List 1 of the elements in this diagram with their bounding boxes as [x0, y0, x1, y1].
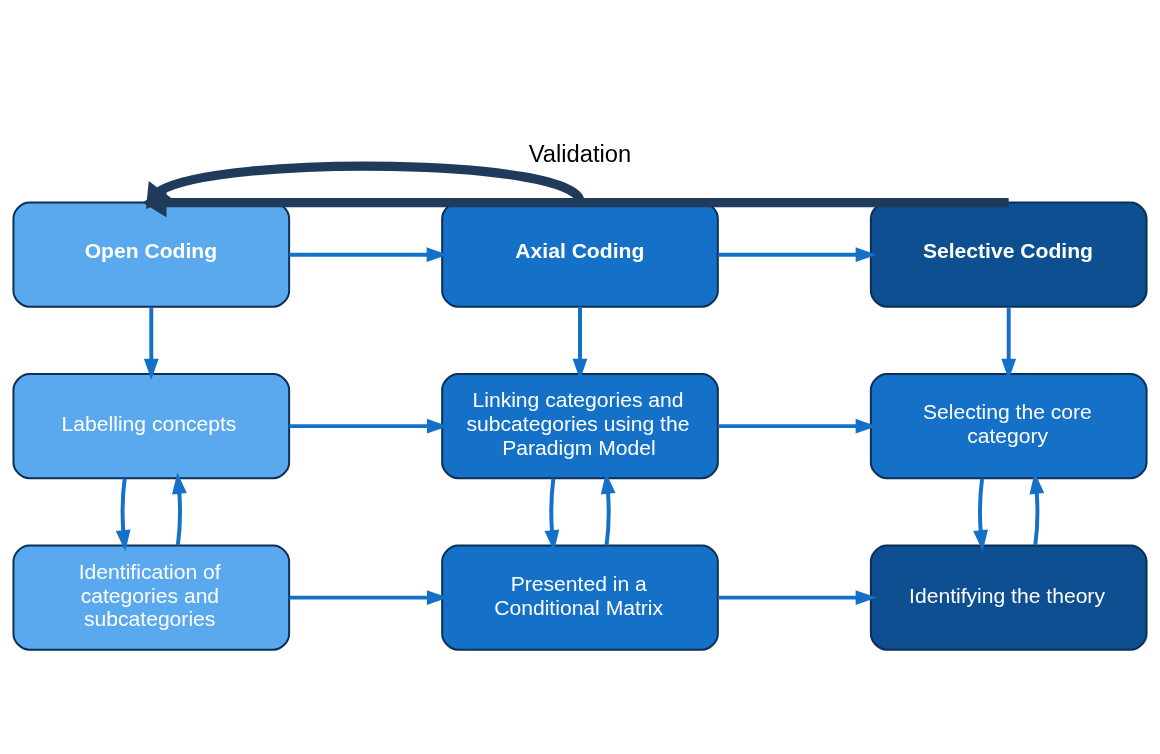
edge-label: Validation — [528, 141, 632, 168]
